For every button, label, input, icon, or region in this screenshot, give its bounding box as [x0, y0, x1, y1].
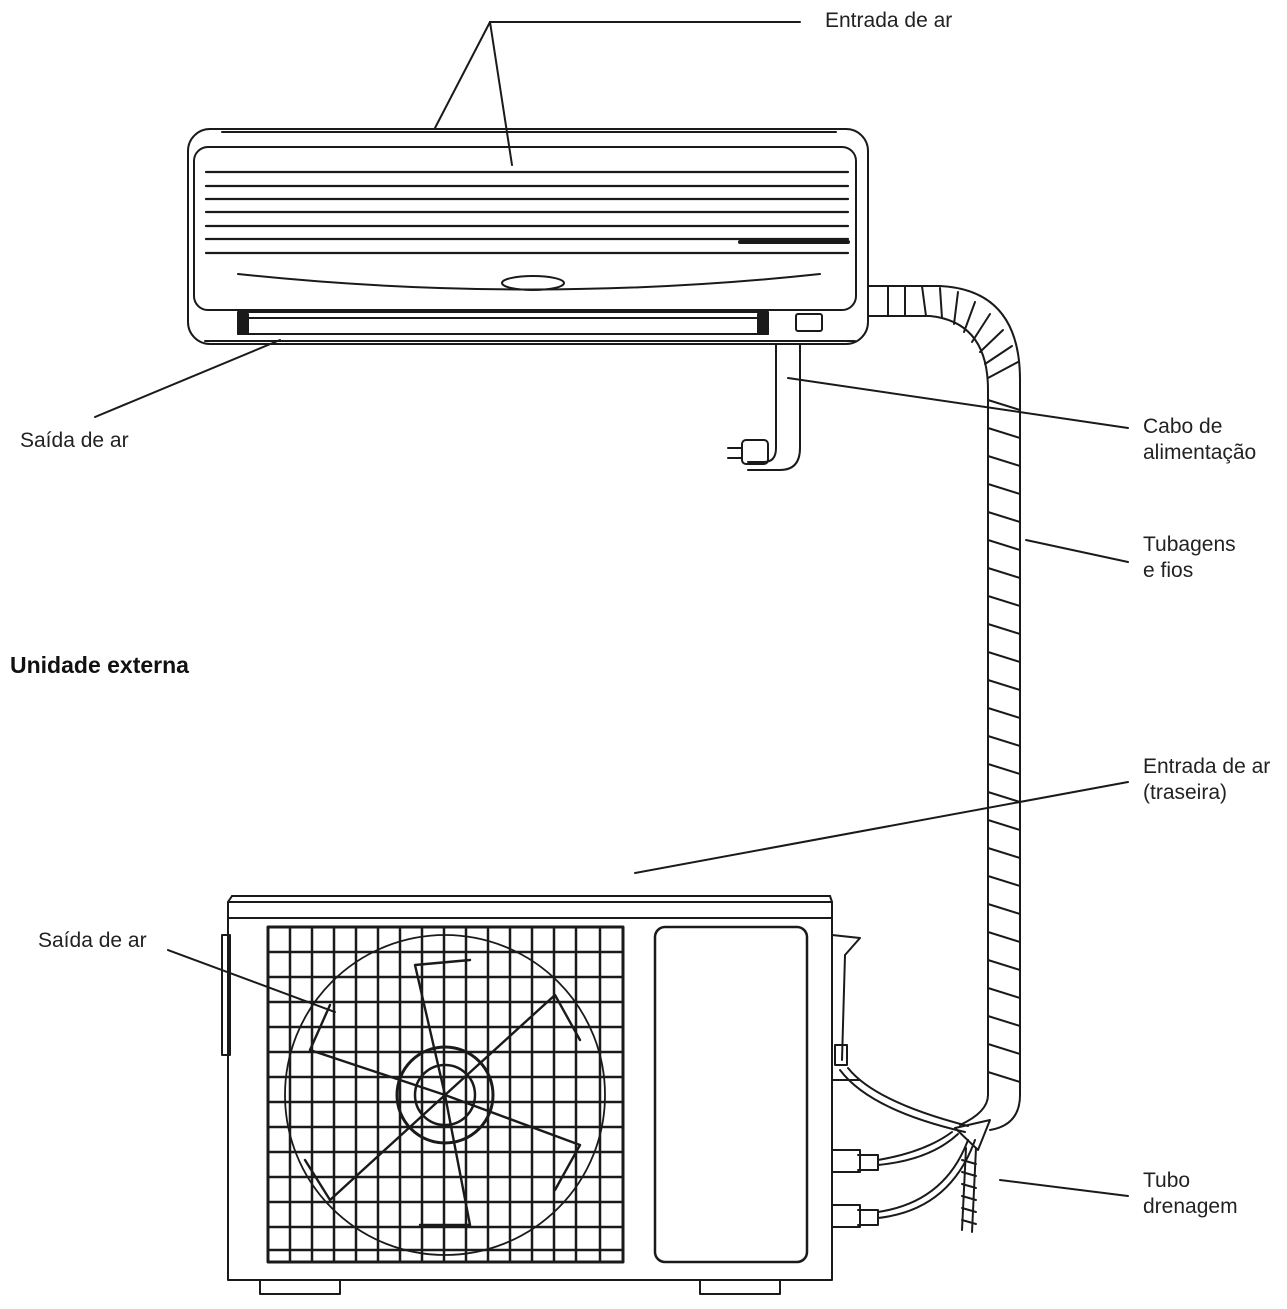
label-drain-pipe: Tubo drenagem	[1143, 1168, 1238, 1220]
leader-lines	[94, 21, 1129, 1197]
label-air-outlet-outdoor: Saída de ar	[38, 929, 147, 952]
fan-blades	[303, 958, 582, 1227]
outdoor-side-bracket	[831, 934, 861, 1081]
indoor-unit-body	[187, 128, 869, 345]
label-pipes-wires-line-1: Tubagens	[1143, 533, 1236, 556]
outdoor-feet	[259, 1279, 341, 1295]
label-drain-pipe-line-2: drenagem	[1143, 1195, 1238, 1218]
label-power-cable-line-2: alimentação	[1143, 441, 1257, 464]
label-power-cable-line-1: Cabo de	[1143, 415, 1223, 438]
power-cable	[747, 343, 801, 471]
label-pipes-wires: Tubagens e fios	[1143, 532, 1236, 584]
outdoor-side-panel	[653, 925, 809, 1264]
indoor-unit-front-panel	[193, 146, 857, 311]
outdoor-unit	[221, 895, 976, 1295]
label-air-inlet-rear-line-2: (traseira)	[1143, 781, 1228, 804]
indoor-display-badge	[501, 275, 565, 291]
section-title: Unidade externa	[10, 652, 189, 678]
label-air-outlet-indoor: Saída de ar	[20, 429, 129, 452]
service-valves	[831, 1149, 879, 1228]
indoor-unit	[187, 128, 869, 471]
indoor-grille-lines	[204, 170, 850, 255]
label-drain-pipe-line-1: Tubo	[1143, 1169, 1191, 1192]
label-air-inlet-rear: Entrada de ar (traseira)	[1143, 754, 1270, 806]
indoor-receiver-window	[795, 313, 823, 332]
label-air-inlet-rear-line-1: Entrada de ar	[1143, 755, 1271, 778]
label-air-inlet-top: Entrada de ar	[825, 9, 953, 32]
pipe-bundle	[867, 285, 1021, 1233]
outdoor-unit-body	[227, 901, 833, 1281]
outdoor-fan-grille	[266, 925, 625, 1264]
label-pipes-wires-line-2: e fios	[1143, 559, 1194, 582]
label-power-cable: Cabo de alimentação	[1143, 414, 1256, 466]
power-plug	[741, 439, 769, 465]
air-outlet-louver	[237, 311, 769, 335]
fan-shroud	[284, 934, 606, 1256]
fan-hub	[395, 1045, 495, 1145]
